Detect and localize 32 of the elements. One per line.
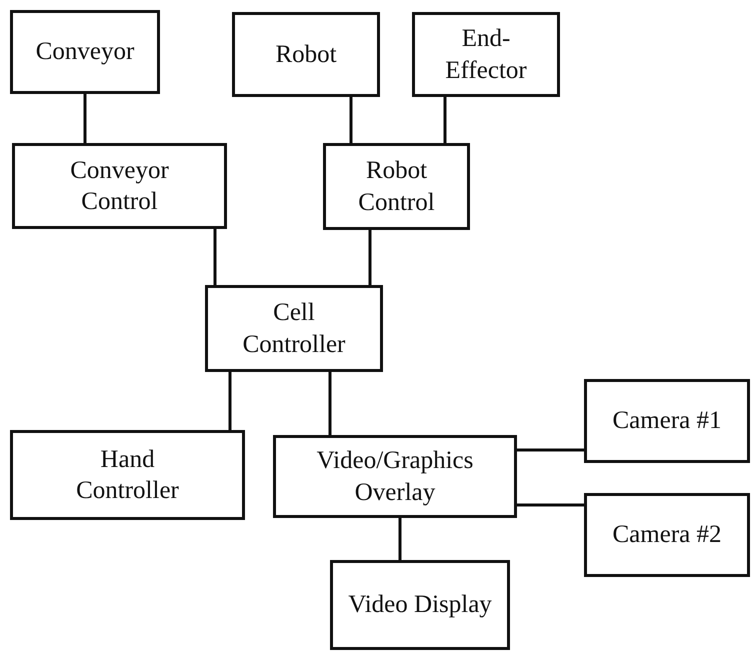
block-box — [584, 493, 750, 577]
block-label: End-Effector — [444, 24, 528, 86]
block-box — [10, 430, 245, 520]
block-label: Conveyor Control — [69, 156, 170, 217]
connector-line — [350, 97, 352, 143]
block-label: Robot — [275, 40, 337, 70]
connector-line — [398, 518, 402, 560]
connector-line — [214, 229, 216, 285]
connector-line — [84, 94, 86, 143]
block-label: Conveyor — [36, 37, 134, 68]
connector-line — [517, 504, 584, 506]
block-label: Video Display — [348, 590, 492, 620]
block-box — [205, 285, 383, 372]
connector-line — [517, 448, 584, 452]
block-box — [584, 379, 750, 463]
block-label: Camera #1 — [612, 406, 722, 436]
block-box — [330, 560, 510, 650]
connector-line — [328, 372, 332, 435]
connector-line — [444, 97, 446, 143]
block-box — [323, 143, 470, 230]
block-box — [273, 435, 517, 518]
block-box — [10, 10, 160, 94]
block-label: Hand Controller — [75, 444, 180, 506]
connector-line — [368, 230, 372, 285]
block-label: Cell Controller — [242, 298, 346, 360]
block-box — [232, 12, 380, 97]
block-box — [12, 143, 227, 229]
block-box — [412, 12, 560, 97]
block-label: Video/Graphics Overlay — [316, 446, 474, 508]
connector-line — [228, 372, 232, 430]
block-label: Camera #2 — [612, 520, 722, 550]
block-label: Robot Control — [357, 156, 436, 218]
